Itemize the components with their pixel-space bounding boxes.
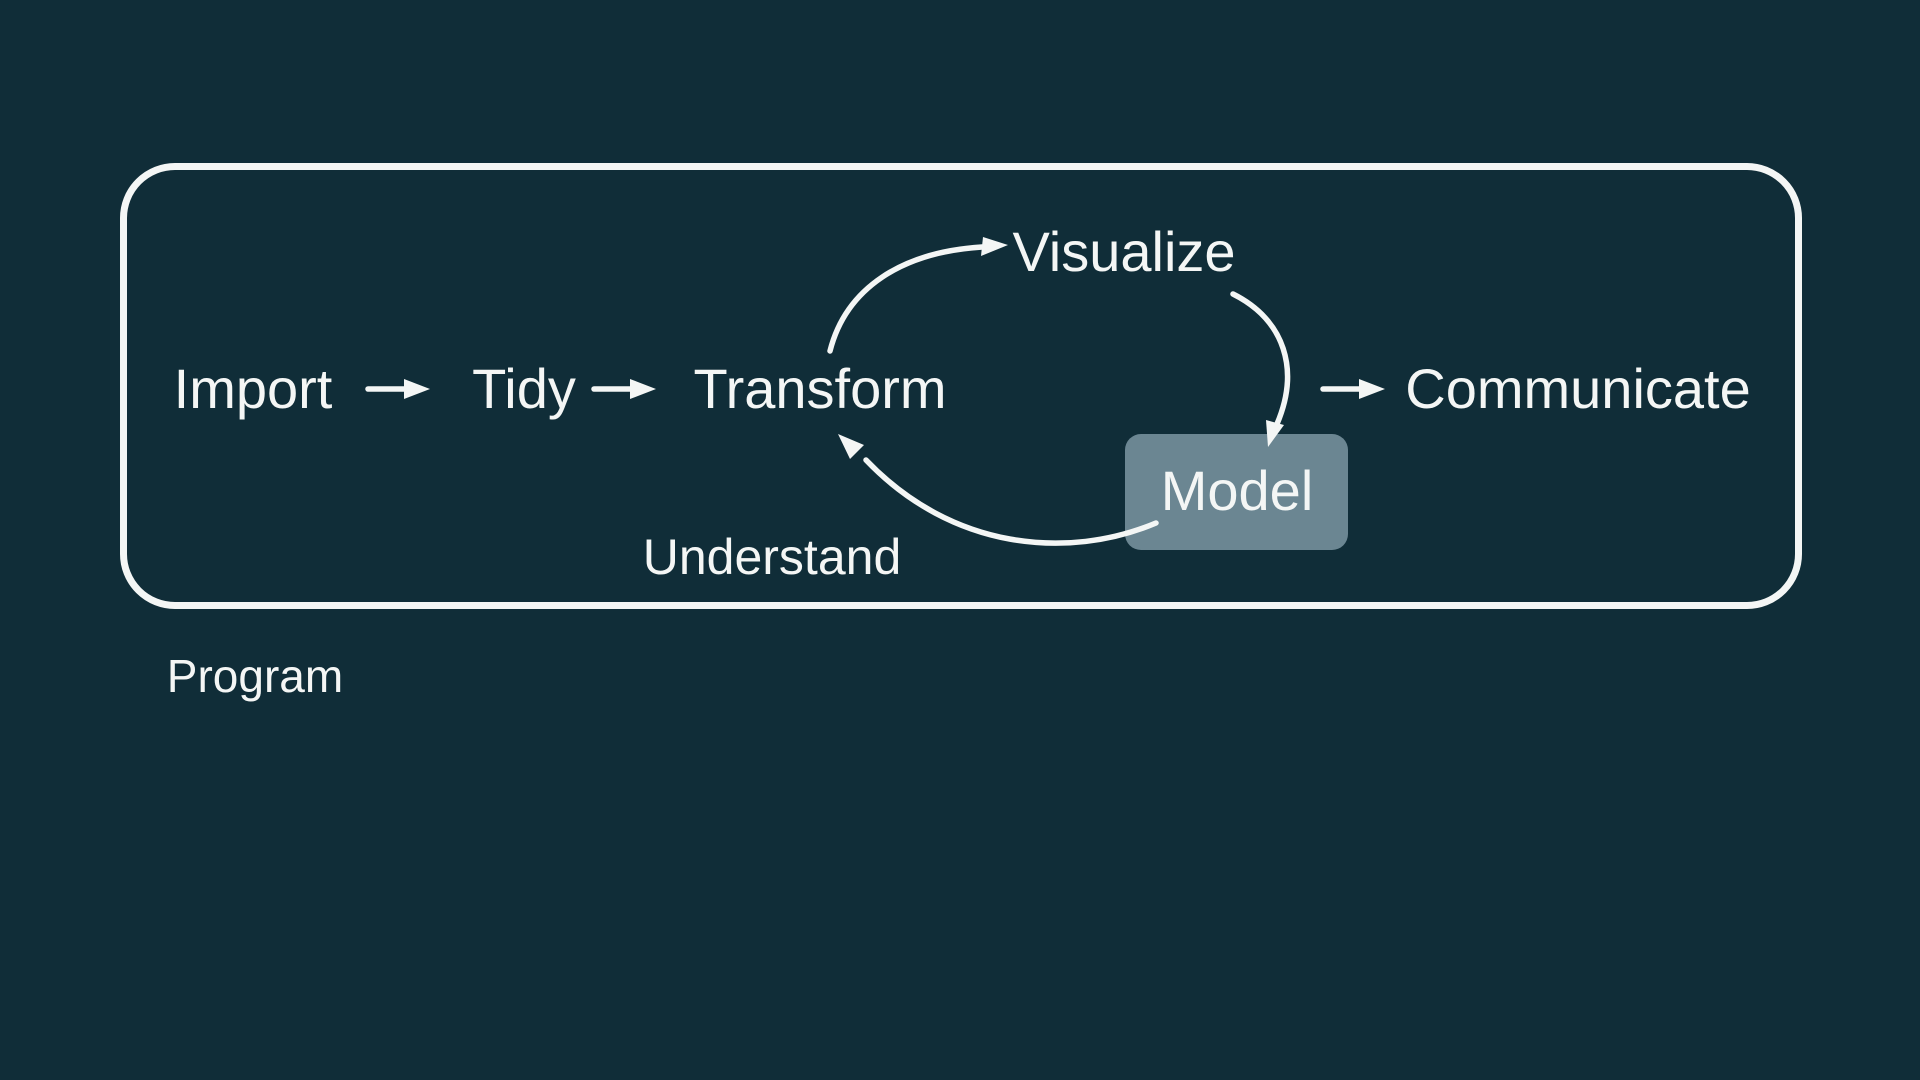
arrowhead-at-model bbox=[1266, 420, 1284, 447]
arrow-model-to-transform bbox=[863, 457, 1159, 546]
cycle-label-understand: Understand bbox=[642, 529, 902, 585]
arrow-transform-to-visualize bbox=[827, 244, 985, 354]
program-box-label: Program bbox=[166, 650, 344, 702]
arrowhead-import-to-tidy bbox=[404, 379, 430, 399]
arrowhead-at-visualize bbox=[981, 237, 1008, 256]
arrow-visualize-to-model bbox=[1230, 291, 1291, 427]
arrowhead-tidy-to-transform bbox=[630, 379, 656, 399]
node-label-import: Import bbox=[173, 357, 333, 420]
program-boundary-box bbox=[120, 163, 1802, 609]
node-label-tidy: Tidy bbox=[472, 357, 576, 420]
model-node-box bbox=[1125, 434, 1348, 550]
node-label-transform: Transform bbox=[693, 357, 947, 420]
arrowhead-cycle-to-communicate bbox=[1359, 379, 1385, 399]
arrowhead-at-transform bbox=[838, 434, 864, 459]
node-label-model: Model bbox=[1160, 459, 1314, 522]
node-label-visualize: Visualize bbox=[1012, 220, 1236, 283]
node-label-communicate: Communicate bbox=[1405, 357, 1751, 420]
